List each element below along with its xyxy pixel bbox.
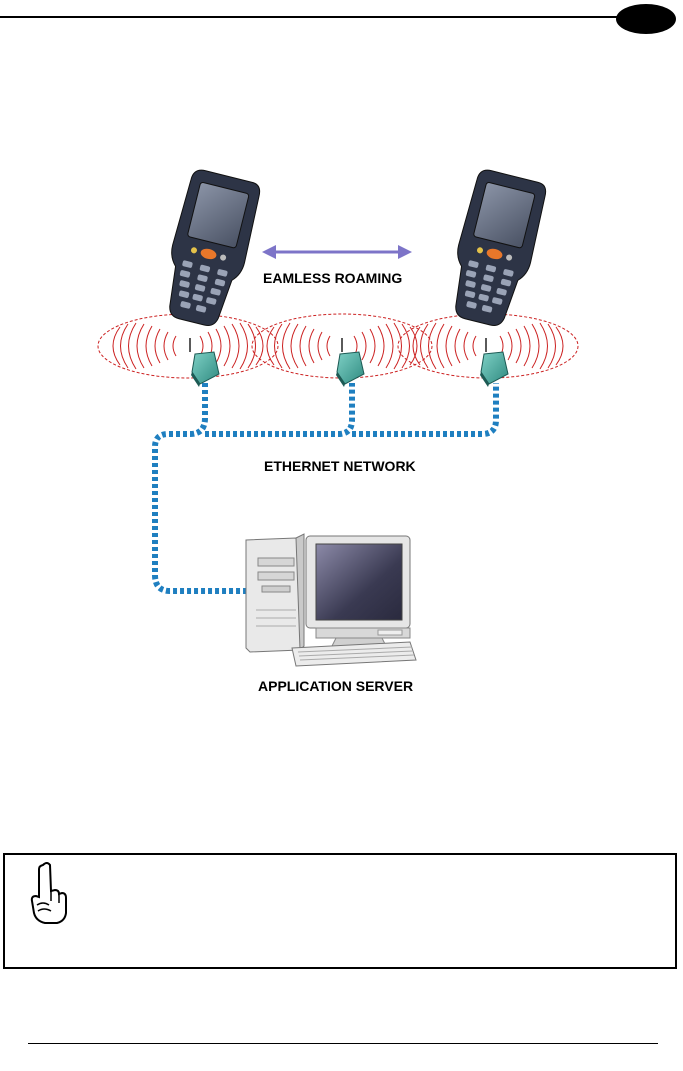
roaming-arrow bbox=[262, 245, 412, 259]
server-label: APPLICATION SERVER bbox=[258, 678, 413, 694]
note-box bbox=[3, 853, 677, 969]
access-point-icon bbox=[190, 338, 219, 387]
chapter-tab bbox=[616, 4, 676, 34]
access-point-icon bbox=[336, 338, 364, 387]
pointing-hand-icon bbox=[27, 861, 69, 927]
header-rule bbox=[0, 16, 620, 18]
roaming-diagram bbox=[0, 140, 683, 720]
access-point-icon bbox=[480, 338, 508, 387]
handheld-terminal-icon bbox=[442, 167, 550, 330]
roaming-label: EAMLESS ROAMING bbox=[263, 270, 402, 286]
network-label: ETHERNET NETWORK bbox=[264, 458, 416, 474]
handheld-terminal-icon bbox=[156, 167, 264, 330]
desktop-computer-icon bbox=[246, 534, 416, 666]
footer-rule bbox=[28, 1043, 658, 1044]
